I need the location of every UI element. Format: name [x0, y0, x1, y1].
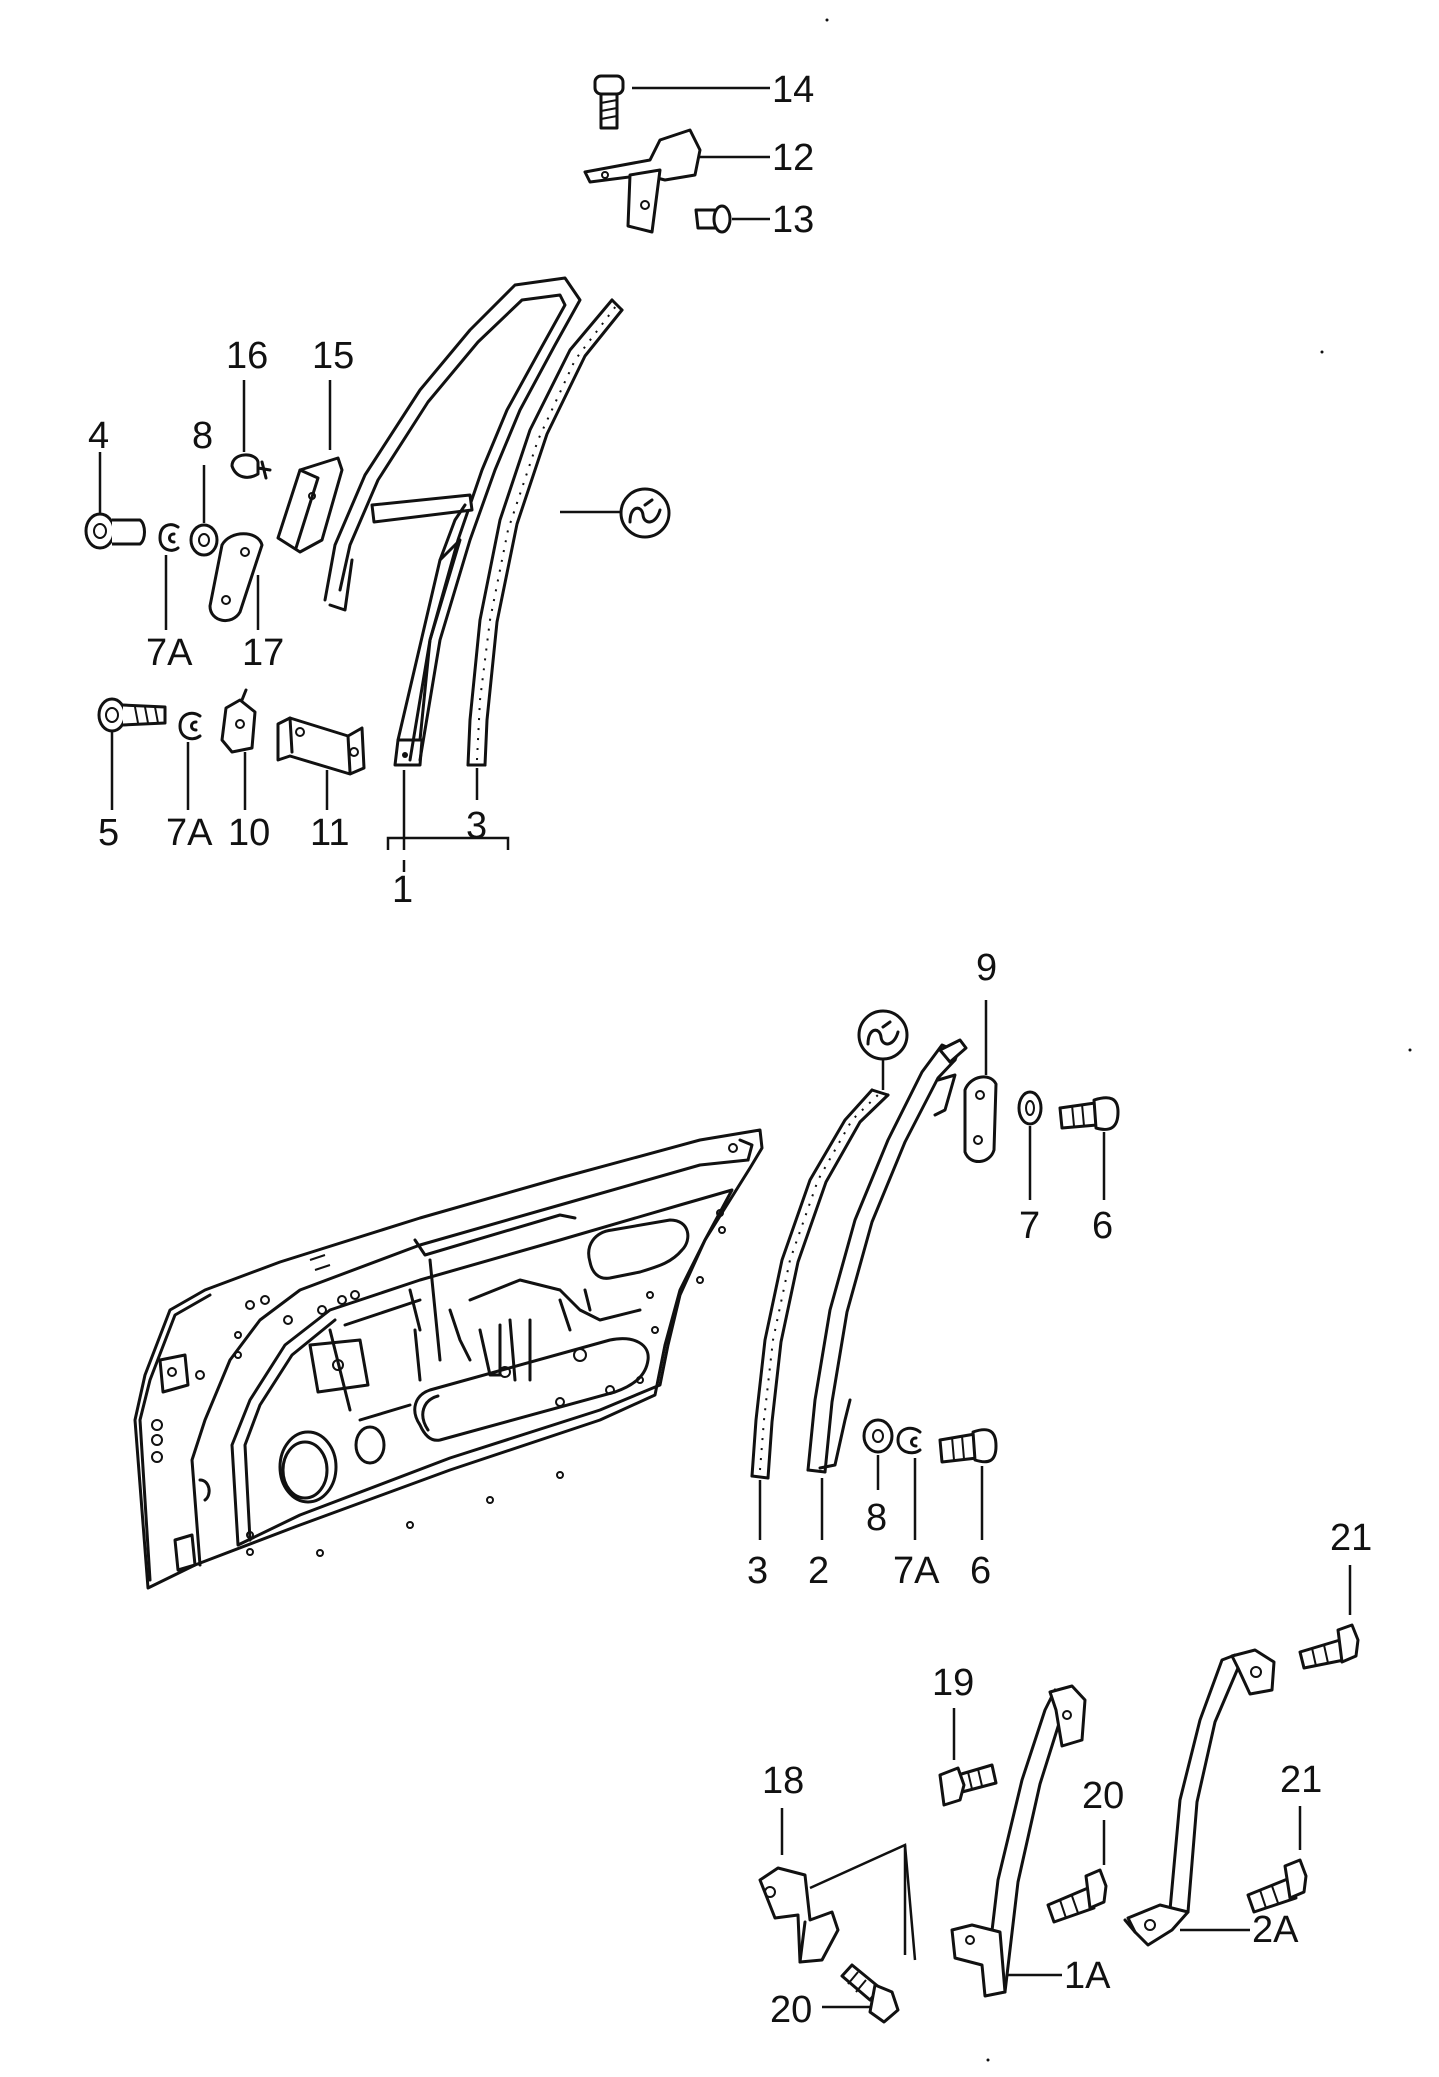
callout-7A-mid: 7A — [893, 1550, 940, 1592]
callout-20-bottom: 20 — [770, 1989, 812, 2031]
callout-1: 1 — [392, 869, 413, 911]
part-19-bolt — [938, 1763, 998, 1807]
sealant-icon-upper — [619, 487, 671, 539]
callout-6-upper: 6 — [1092, 1205, 1113, 1247]
callout-21-top: 21 — [1330, 1517, 1372, 1559]
part-5-bolt — [97, 697, 167, 733]
part-11-bracket — [276, 716, 366, 776]
part-18-bracket — [758, 1866, 840, 1964]
part-12-bracket — [583, 128, 702, 234]
callout-18: 18 — [762, 1760, 804, 1802]
callout-7A-upper: 7A — [146, 632, 193, 674]
callout-6-lower: 6 — [970, 1550, 991, 1592]
callout-14: 14 — [772, 69, 814, 111]
part-16-clip — [230, 453, 272, 480]
part-17-plate — [208, 532, 264, 622]
callout-11: 11 — [310, 812, 349, 854]
callout-3-lower: 3 — [747, 1550, 768, 1592]
callout-20-right: 20 — [1082, 1775, 1124, 1817]
callout-17: 17 — [242, 632, 284, 674]
callout-10: 10 — [228, 812, 270, 854]
callout-12: 12 — [772, 137, 814, 179]
part-14-screw — [593, 74, 625, 130]
callout-7: 7 — [1019, 1205, 1040, 1247]
callout-15: 15 — [312, 335, 354, 377]
part-7A-clip-mid — [896, 1426, 922, 1455]
part-8-washer-lower — [862, 1418, 894, 1454]
part-7A-clip-upper — [158, 523, 180, 552]
part-6-bolt-lower — [938, 1428, 998, 1464]
callout-21-lower: 21 — [1280, 1759, 1322, 1801]
callout-19: 19 — [932, 1662, 974, 1704]
door-shell — [133, 1128, 764, 1590]
callout-8-upper: 8 — [192, 415, 213, 457]
part-3-seal-lower — [750, 1088, 890, 1480]
callout-13: 13 — [772, 199, 814, 241]
callout-5: 5 — [98, 812, 119, 854]
callout-1A: 1A — [1064, 1955, 1111, 1997]
callout-2: 2 — [808, 1550, 829, 1592]
part-7A-clip-left — [178, 711, 202, 741]
part-20-bolt-right — [1046, 1868, 1108, 1924]
part-2-channel — [806, 1038, 968, 1474]
callout-2A: 2A — [1252, 1909, 1299, 1951]
callout-3-upper: 3 — [466, 805, 487, 847]
part-2A-bracket — [1123, 1648, 1276, 1947]
callout-7A-left: 7A — [166, 812, 213, 854]
part-21-bolt-top — [1298, 1623, 1360, 1670]
part-21-bolt-lower — [1246, 1858, 1308, 1914]
part-1A-bracket — [950, 1684, 1087, 1998]
sealant-icon-lower — [857, 1009, 909, 1061]
part-13-bolt — [694, 204, 732, 234]
part-15-pad — [276, 456, 344, 554]
part-3-seal-strip — [466, 298, 624, 767]
callout-9: 9 — [976, 947, 997, 989]
part-8-washer-upper — [189, 523, 219, 557]
part-10-bracket — [220, 688, 257, 754]
callout-8-lower: 8 — [866, 1497, 887, 1539]
part-4-bolt — [84, 512, 146, 550]
part-9-plate — [963, 1075, 998, 1163]
callout-16: 16 — [226, 335, 268, 377]
part-1-window-frame — [323, 276, 582, 767]
part-7-clip — [1017, 1090, 1043, 1126]
part-20-bolt-bottom — [840, 1963, 900, 2024]
callout-4: 4 — [88, 415, 109, 457]
part-6-bolt-upper — [1058, 1096, 1120, 1131]
